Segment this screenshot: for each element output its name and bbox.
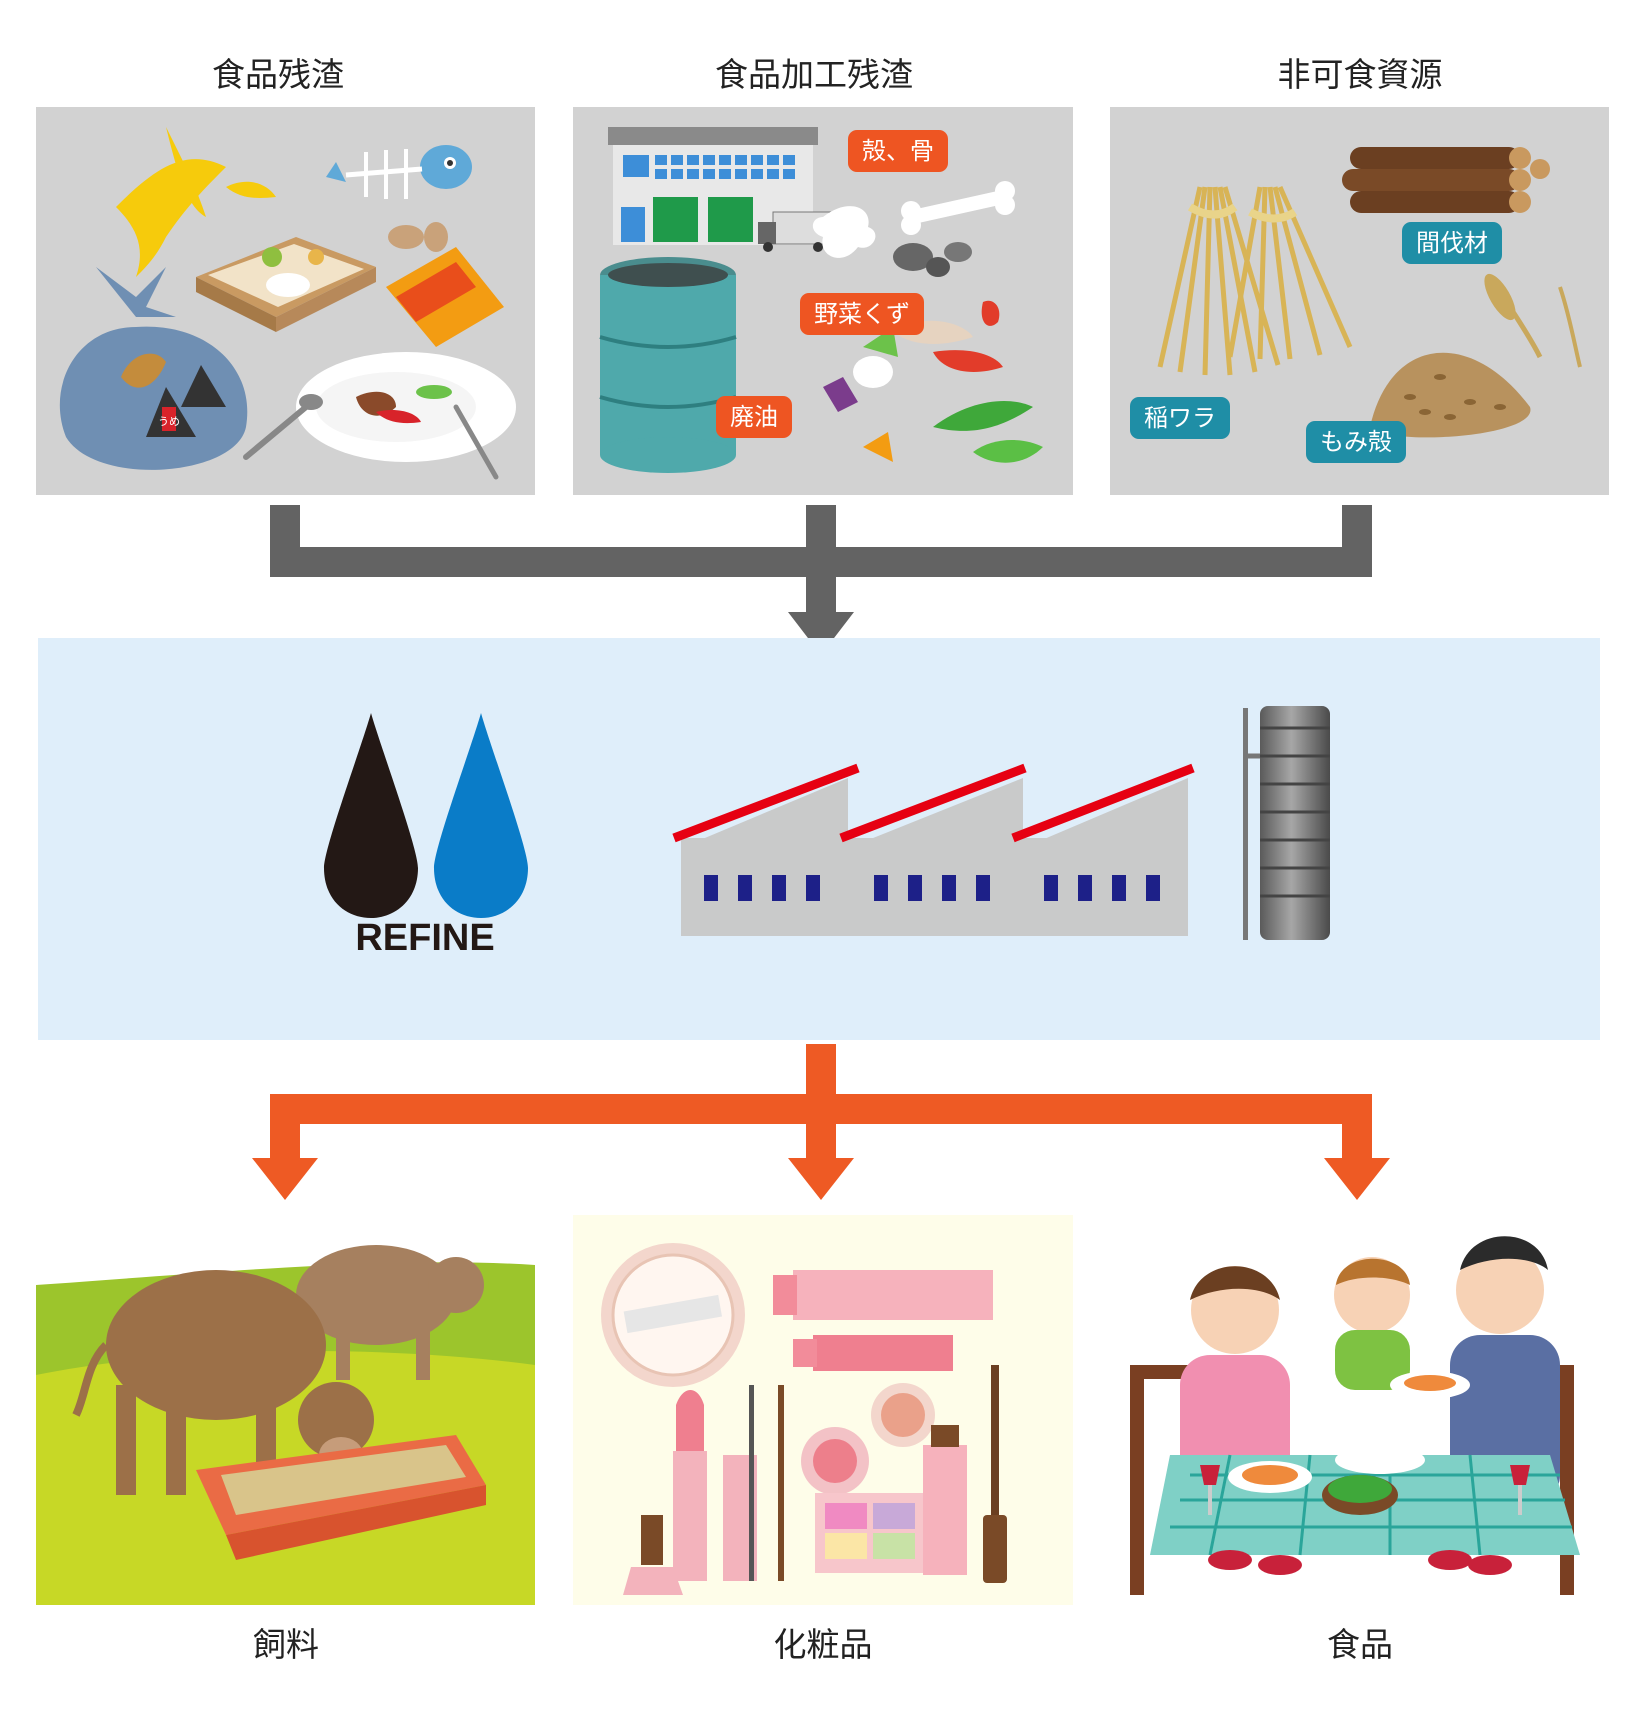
panel-feed: [36, 1215, 535, 1605]
output-title-cosmetics: 化粧品: [773, 1625, 873, 1664]
rice-ball-label: うめ: [158, 415, 180, 428]
source-title-food-waste: 食品残渣: [212, 55, 344, 94]
tag-rice-husk: もみ殻: [1306, 421, 1406, 463]
tag-vegetable-scraps: 野菜くず: [800, 293, 924, 335]
output-title-feed: 飼料: [253, 1625, 319, 1664]
food-waste-illustration: うめ: [59, 127, 516, 480]
panel-cosmetics: [573, 1215, 1073, 1605]
tag-shells-bones: 殻、骨: [848, 130, 948, 172]
refine-process-illustration: REFINE: [324, 706, 1330, 959]
feed-illustration: [36, 1245, 535, 1605]
tag-thinned-wood: 間伐材: [1402, 222, 1502, 264]
panel-food-waste: うめ: [36, 107, 535, 495]
output-title-food: 食品: [1327, 1625, 1393, 1664]
refine-logo-black-drop: [324, 713, 418, 918]
panel-food: [1110, 1215, 1609, 1605]
distillation-tower: [1260, 706, 1330, 940]
tag-rice-straw: 稲ワラ: [1130, 397, 1230, 439]
refine-process-box: REFINE: [38, 638, 1600, 1040]
cosmetics-illustration: [601, 1243, 1007, 1595]
refine-logo-blue-drop: [434, 713, 528, 918]
refine-logo-text: REFINE: [355, 917, 494, 959]
source-title-inedible-resources: 非可食資源: [1277, 55, 1443, 94]
source-title-processing-waste: 食品加工残渣: [715, 55, 913, 94]
inedible-resources-illustration: [1157, 147, 1582, 438]
food-illustration: [1130, 1236, 1580, 1595]
tag-waste-oil: 廃油: [716, 396, 792, 438]
